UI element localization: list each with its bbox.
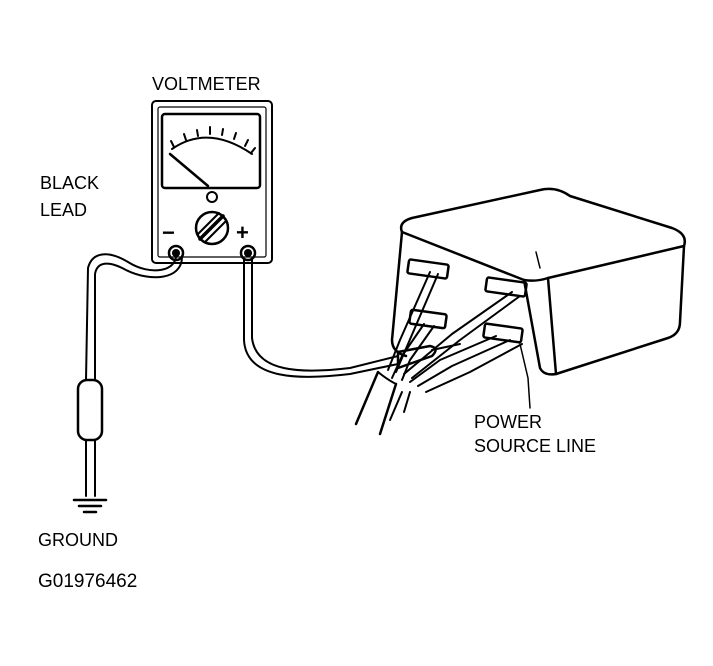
voltmeter-label: VOLTMETER bbox=[152, 74, 261, 94]
voltmeter-dial-face bbox=[160, 112, 262, 190]
voltmeter-needle bbox=[168, 152, 210, 188]
power-source-label-line2: SOURCE LINE bbox=[474, 436, 597, 456]
minus-symbol: − bbox=[162, 220, 175, 245]
figure-id-label: G01976462 bbox=[38, 571, 138, 592]
positive-terminal bbox=[239, 244, 257, 262]
voltmeter-body bbox=[151, 100, 273, 264]
connector-slot bbox=[406, 258, 450, 280]
voltmeter bbox=[151, 100, 273, 264]
connector-slot bbox=[484, 276, 528, 298]
black-lead-label-line1: BLACK bbox=[40, 173, 100, 193]
voltmeter-scale-ticks bbox=[170, 126, 256, 154]
plus-symbol: + bbox=[236, 220, 249, 245]
wire-harness bbox=[354, 271, 523, 436]
ground-label: GROUND bbox=[38, 530, 118, 550]
voltmeter-scale-arc bbox=[171, 136, 253, 155]
zero-adjust-knob bbox=[194, 210, 230, 246]
connector-slot bbox=[482, 322, 524, 344]
power-source-label-line1: POWER bbox=[474, 412, 543, 432]
voltmeter-inner-bezel bbox=[157, 106, 267, 258]
black-lead-label-line2: LEAD bbox=[40, 200, 88, 220]
voltmeter-pivot bbox=[206, 191, 218, 203]
power-source-pointer bbox=[519, 343, 531, 409]
black-lead-wire bbox=[72, 252, 183, 514]
black-lead-probe bbox=[76, 378, 104, 442]
ground-symbol bbox=[72, 498, 108, 514]
red-lead-wire bbox=[243, 259, 461, 378]
